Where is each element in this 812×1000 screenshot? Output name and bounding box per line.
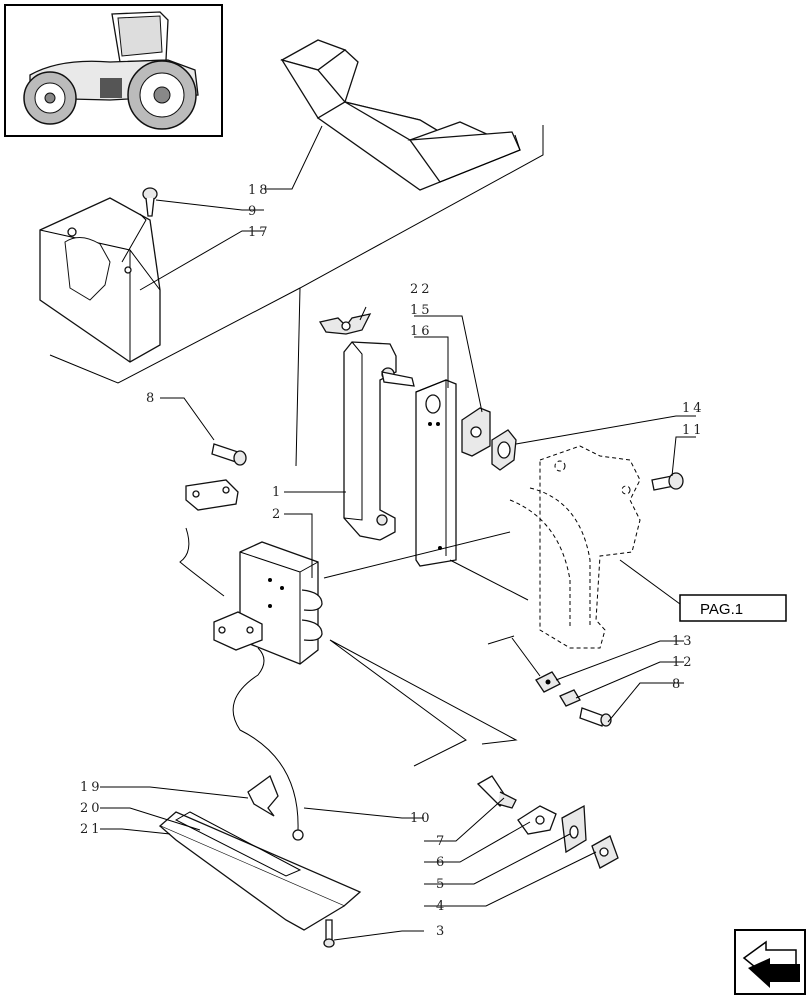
spring-rod[interactable] (179, 479, 239, 597)
callout-6: 6 (436, 855, 447, 870)
part-18-floor-mat[interactable] (280, 39, 521, 191)
part-12-spacer[interactable] (559, 689, 581, 707)
reference-bracket-pag1 (509, 445, 641, 649)
next-page-arrow-icon (742, 940, 800, 988)
callout-22: 22 (410, 282, 433, 297)
part-4-square-nut[interactable] (591, 835, 619, 869)
callouts: 18 9 17 22 15 16 8 14 11 1 2 13 12 8 19 … (80, 183, 705, 939)
part-21-striker[interactable] (158, 811, 362, 931)
callout-8-lower: 8 (672, 677, 683, 692)
callout-18: 18 (248, 183, 271, 198)
callout-16: 16 (410, 324, 433, 339)
assembly-reference-lines (49, 125, 544, 767)
callout-19: 19 (80, 780, 103, 795)
part-11-bolt[interactable] (651, 472, 684, 491)
callout-3: 3 (436, 924, 447, 939)
page-reference-link[interactable]: PAG.1 (679, 594, 787, 622)
tractor-thumbnail[interactable] (4, 4, 223, 137)
callout-12: 12 (672, 655, 695, 670)
next-page-button[interactable] (734, 929, 806, 995)
callout-20: 20 (80, 801, 103, 816)
lock-cable[interactable] (213, 611, 304, 841)
part-8-bolt-upper[interactable] (211, 443, 247, 466)
part-2-lock-body[interactable] (239, 541, 323, 665)
part-13-square-washer[interactable] (535, 671, 561, 693)
part-19-clip[interactable] (247, 774, 279, 817)
callout-9: 9 (248, 204, 259, 219)
part-14-washer-plate[interactable] (491, 429, 517, 471)
callout-4: 4 (436, 899, 447, 914)
part-9-screw[interactable] (142, 187, 158, 217)
callout-21: 21 (80, 822, 103, 837)
part-7-bolt[interactable] (476, 775, 517, 809)
page-reference-label: PAG.1 (700, 601, 743, 618)
leader-lines (100, 125, 696, 941)
part-6-latch[interactable] (517, 805, 557, 835)
part-16-plate[interactable] (415, 379, 457, 567)
callout-11: 11 (682, 423, 705, 438)
callout-7: 7 (436, 834, 447, 849)
part-17-cover[interactable] (39, 197, 161, 363)
part-1-handle[interactable] (343, 341, 415, 541)
callout-10: 10 (410, 811, 433, 826)
part-8-bolt-lower[interactable] (579, 707, 612, 727)
part-3-screw[interactable] (323, 919, 335, 948)
callout-5: 5 (436, 877, 447, 892)
callout-13: 13 (672, 634, 695, 649)
part-22-wing-nut[interactable] (318, 313, 372, 335)
callout-8-upper: 8 (146, 391, 157, 406)
part-5-plate[interactable] (561, 804, 587, 854)
tractor-icon (23, 11, 199, 130)
part-15-bracket-plate[interactable] (461, 407, 491, 457)
callout-2: 2 (272, 507, 283, 522)
callout-15: 15 (410, 303, 433, 318)
callout-1: 1 (272, 485, 283, 500)
callout-14: 14 (682, 401, 705, 416)
callout-17: 17 (248, 225, 271, 240)
